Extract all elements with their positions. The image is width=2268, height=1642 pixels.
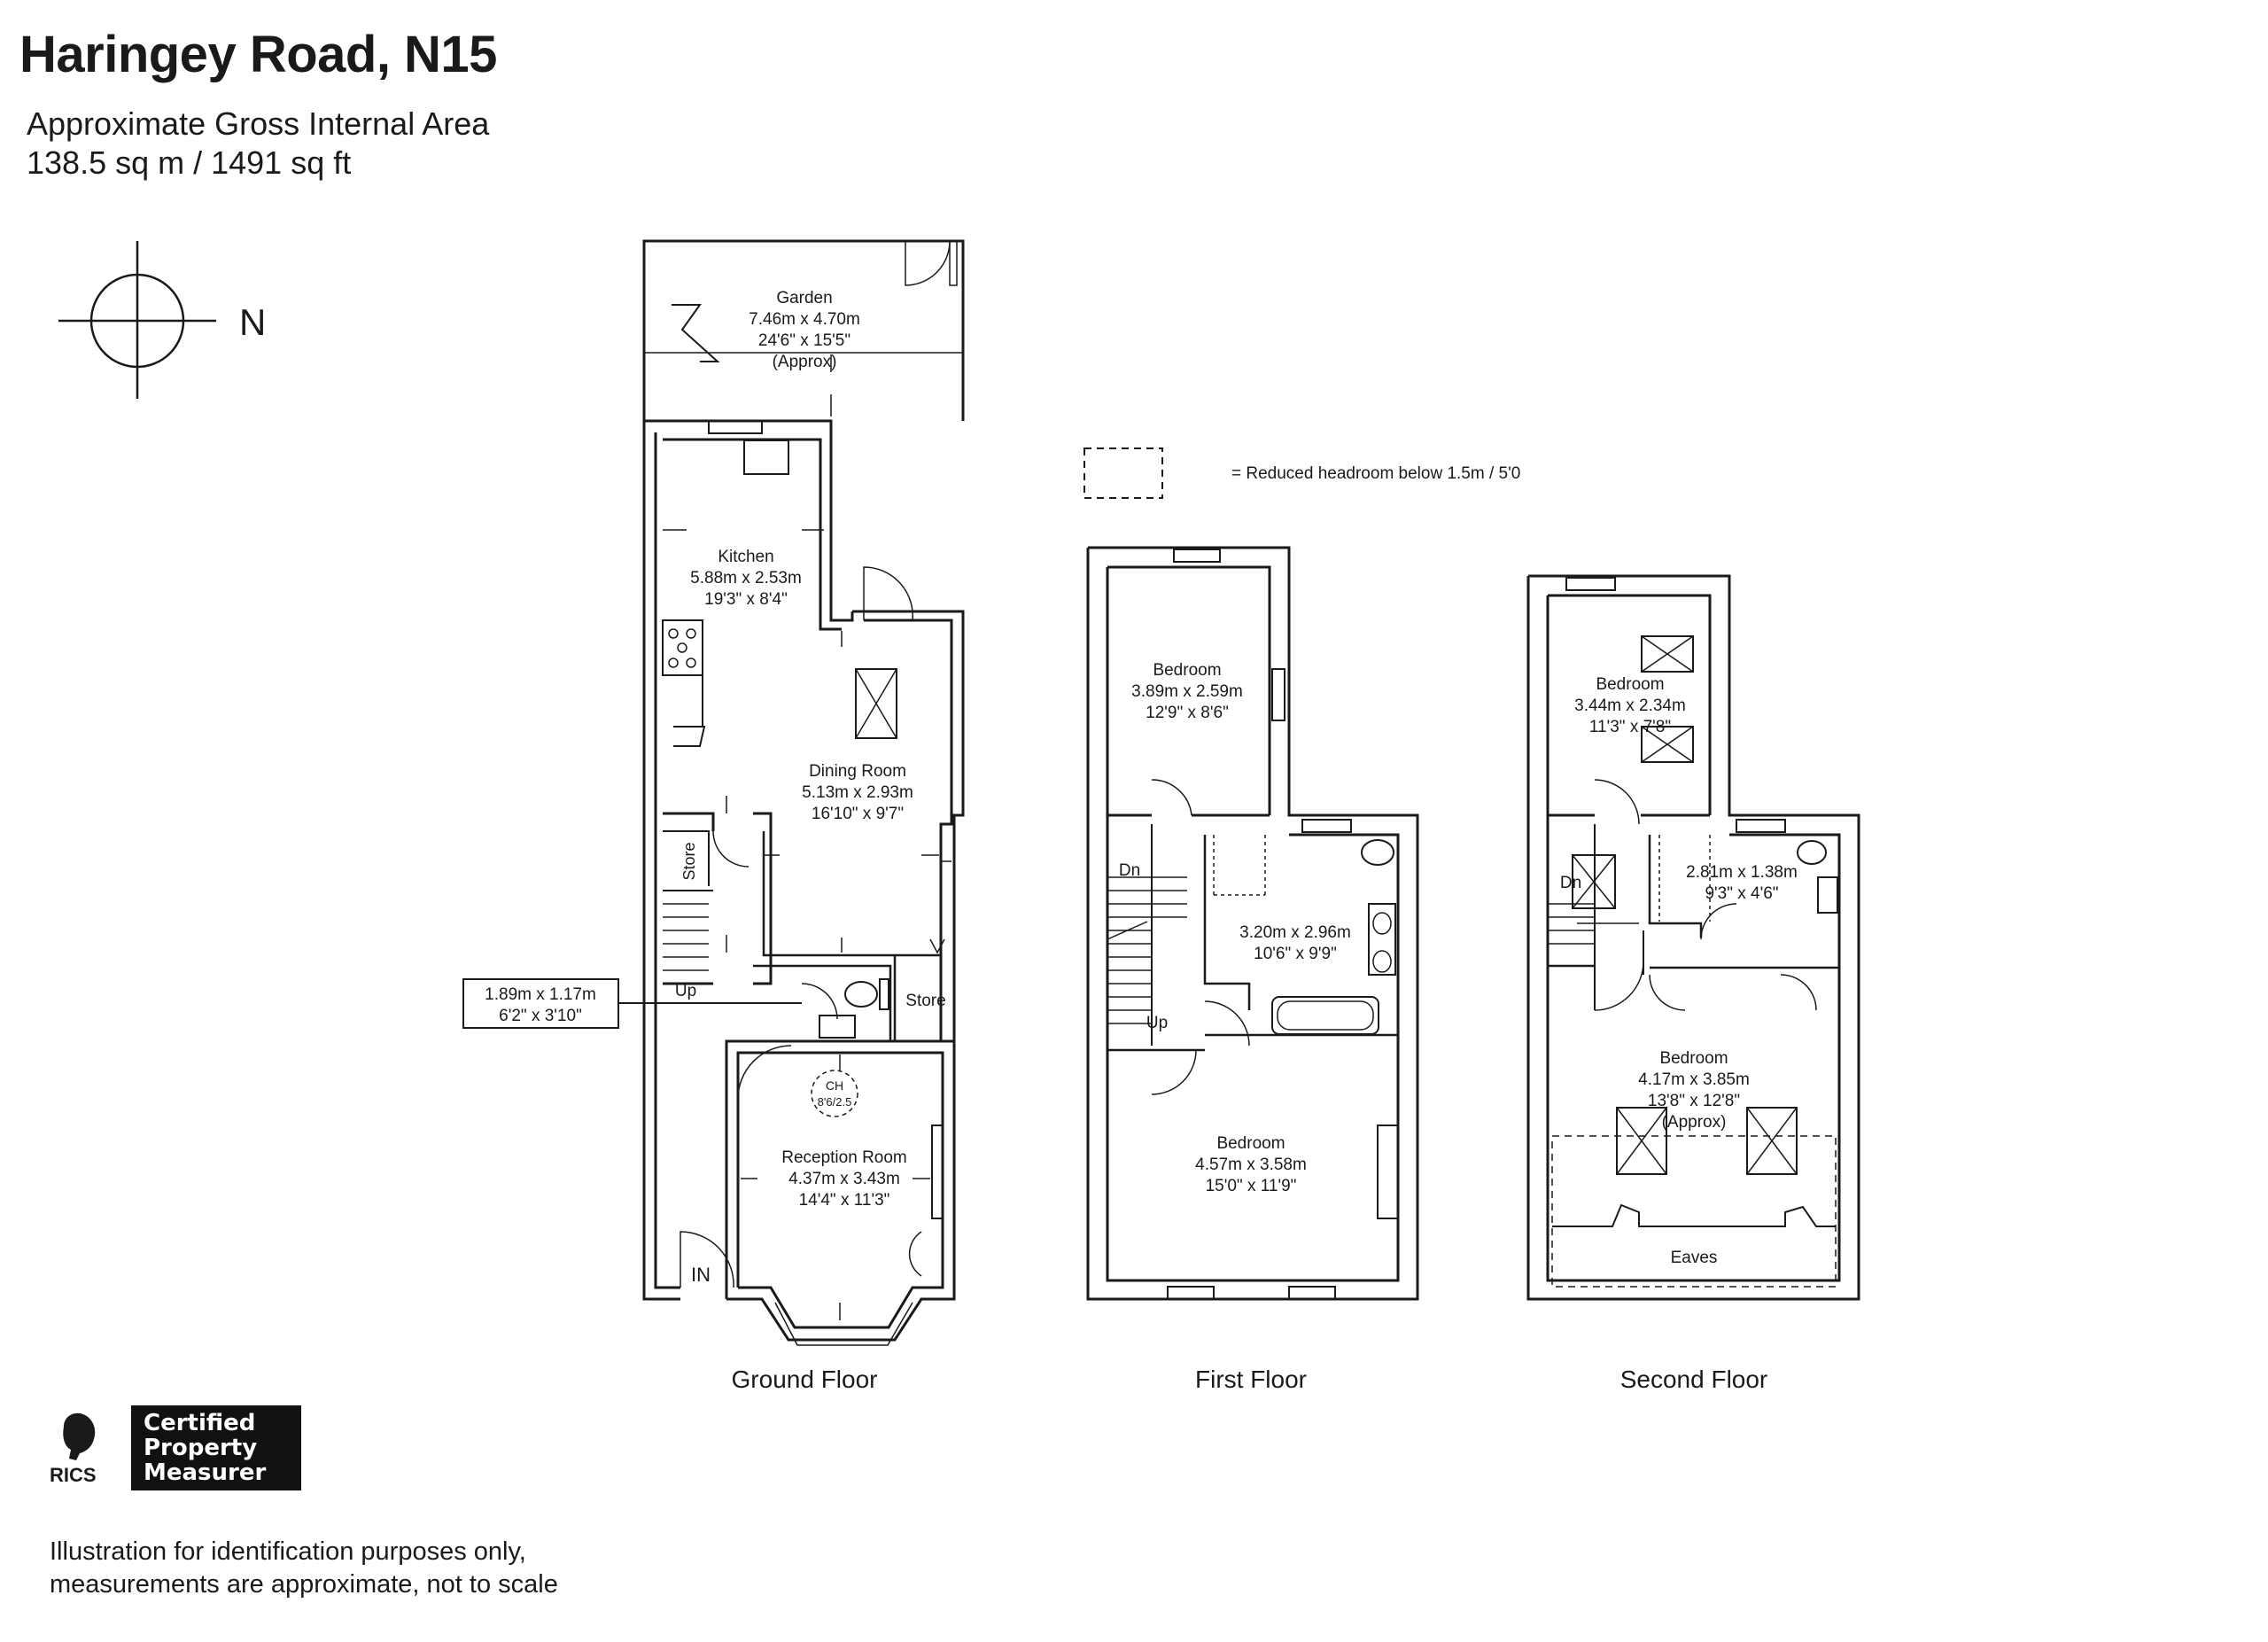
second-bedroom-rear-name: Bedroom bbox=[1596, 675, 1664, 694]
second-bedroom-front-metric: 4.17m x 3.85m bbox=[1638, 1070, 1750, 1089]
dining-imperial: 16'10" x 9'7" bbox=[812, 805, 904, 823]
store-rear-label: Store bbox=[905, 992, 945, 1010]
first-floor-labels: Bedroom 3.89m x 2.59m 12'9" x 8'6" 3.20m… bbox=[1119, 661, 1351, 1393]
ch-height-label: 8'6/2.5 bbox=[818, 1095, 852, 1109]
first-floor-walls bbox=[1086, 546, 1419, 1301]
second-floor-walls bbox=[1526, 574, 1860, 1301]
garden-note: (Approx) bbox=[773, 353, 837, 371]
cloakroom-imperial: 6'2" x 3'10" bbox=[499, 1007, 582, 1025]
ground-floor-walls bbox=[462, 239, 965, 1346]
first-bedroom-front-name: Bedroom bbox=[1216, 1134, 1285, 1153]
second-shower-metric: 2.81m x 1.38m bbox=[1686, 863, 1798, 882]
eaves-label: Eaves bbox=[1671, 1249, 1718, 1267]
disclaimer: Illustration for identification purposes… bbox=[50, 1536, 558, 1601]
first-bedroom-rear-metric: 3.89m x 2.59m bbox=[1131, 682, 1243, 701]
second-shower-imperial: 9'3" x 4'6" bbox=[1705, 884, 1778, 903]
first-bathroom-imperial: 10'6" x 9'9" bbox=[1254, 945, 1337, 963]
reception-imperial: 14'4" x 11'3" bbox=[799, 1191, 890, 1210]
area-value: 138.5 sq m / 1491 sq ft bbox=[27, 144, 352, 181]
second-floor-labels: Bedroom 3.44m x 2.34m 11'3" x 7'8" 2.81m… bbox=[1560, 675, 1798, 1393]
disclaimer-line-1: Illustration for identification purposes… bbox=[50, 1537, 526, 1566]
kitchen-name: Kitchen bbox=[718, 548, 773, 566]
ground-up-label: Up bbox=[675, 982, 696, 1000]
kitchen-imperial: 19'3" x 8'4" bbox=[704, 590, 788, 609]
rics-wordmark: RICS bbox=[50, 1464, 97, 1486]
ground-floor-labels: Garden 7.46m x 4.70m 24'6" x 15'5" (Appr… bbox=[485, 289, 946, 1393]
entrance-label: IN bbox=[691, 1264, 711, 1286]
second-bedroom-front-name: Bedroom bbox=[1659, 1049, 1728, 1068]
second-bedroom-front-note: (Approx) bbox=[1662, 1113, 1727, 1132]
reduced-headroom-legend: = Reduced headroom below 1.5m / 5'0 bbox=[1231, 464, 1520, 483]
badge-line-2: Property bbox=[144, 1435, 258, 1461]
first-down-label: Dn bbox=[1119, 861, 1140, 880]
cloakroom-metric: 1.89m x 1.17m bbox=[485, 985, 596, 1004]
second-bedroom-rear-imperial: 11'3" x 7'8" bbox=[1589, 718, 1671, 736]
first-bedroom-front-metric: 4.57m x 3.58m bbox=[1195, 1156, 1307, 1174]
second-floor-label: Second Floor bbox=[1620, 1366, 1768, 1393]
compass-north-label: N bbox=[239, 301, 266, 343]
disclaimer-line-2: measurements are approximate, not to sca… bbox=[50, 1570, 558, 1599]
second-down-label: Dn bbox=[1560, 874, 1581, 892]
first-floor-label: First Floor bbox=[1195, 1366, 1307, 1393]
store-stairs-label: Store bbox=[680, 842, 698, 880]
certified-property-measurer-badge: Certified Property Measurer bbox=[131, 1405, 301, 1490]
ground-floor-label: Ground Floor bbox=[732, 1366, 878, 1393]
badge-line-1: Certified bbox=[144, 1410, 256, 1436]
garden-imperial: 24'6" x 15'5" bbox=[758, 331, 850, 350]
rics-lion-icon bbox=[63, 1412, 96, 1460]
reduced-headroom-swatch bbox=[1084, 447, 1163, 499]
compass bbox=[58, 241, 216, 399]
first-bedroom-rear-imperial: 12'9" x 8'6" bbox=[1146, 704, 1229, 722]
kitchen-metric: 5.88m x 2.53m bbox=[690, 569, 802, 588]
dining-metric: 5.13m x 2.93m bbox=[802, 783, 913, 802]
ch-label: CH bbox=[826, 1078, 843, 1093]
ground-dimension-marks bbox=[663, 354, 939, 1320]
first-bathroom-metric: 3.20m x 2.96m bbox=[1239, 923, 1351, 942]
first-bedroom-rear-name: Bedroom bbox=[1153, 661, 1221, 680]
badge-line-3: Measurer bbox=[144, 1459, 267, 1486]
property-title: Haringey Road, N15 bbox=[19, 26, 497, 83]
reception-metric: 4.37m x 3.43m bbox=[788, 1170, 900, 1188]
dining-name: Dining Room bbox=[809, 762, 906, 781]
area-label: Approximate Gross Internal Area bbox=[27, 105, 490, 142]
first-bedroom-front-imperial: 15'0" x 11'9" bbox=[1206, 1177, 1297, 1195]
garden-metric: 7.46m x 4.70m bbox=[749, 310, 860, 329]
gross-internal-area: Approximate Gross Internal Area 138.5 sq… bbox=[27, 105, 489, 183]
garden-name: Garden bbox=[776, 289, 832, 307]
second-bedroom-front-imperial: 13'8" x 12'8" bbox=[1648, 1092, 1740, 1110]
reception-name: Reception Room bbox=[781, 1148, 907, 1167]
second-bedroom-rear-metric: 3.44m x 2.34m bbox=[1574, 696, 1686, 715]
first-up-label: Up bbox=[1146, 1014, 1168, 1032]
